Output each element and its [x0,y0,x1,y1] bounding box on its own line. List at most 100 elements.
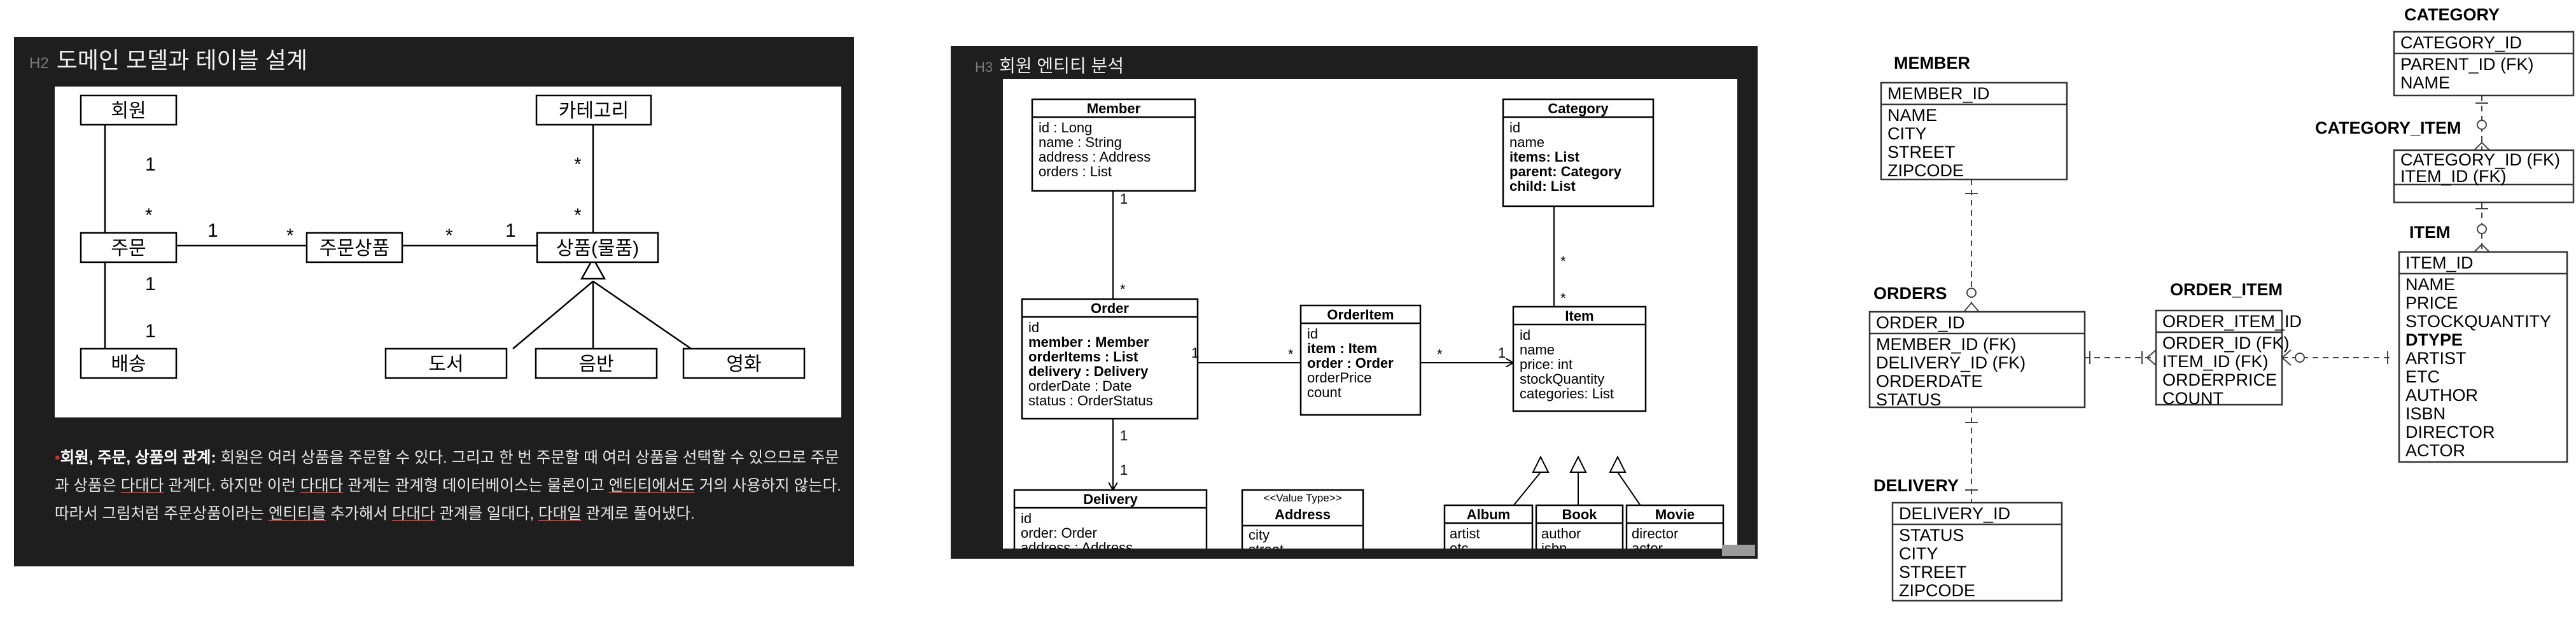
class-attribute: director [1632,526,1678,542]
member-box [80,94,178,126]
member-table [1880,81,2068,181]
relationship-paragraph: •회원, 주문, 상품의 관계: 회원은 여러 상품을 주문할 수 있다. 그리… [55,449,841,522]
primary-key-column: CATEGORY_ID [2400,33,2522,52]
heading-marker: H3 [975,59,993,75]
panel-title-text: 도메인 모델과 테이블 설계 [56,47,308,73]
class-attribute: id [1307,326,1318,342]
table-label: MEMBER [1894,53,1970,73]
table-column: MEMBER_ID (FK) [1876,335,2017,354]
class-attribute: name [1509,134,1544,150]
class-attribute: count [1307,384,1341,400]
orders-table [1868,311,2086,409]
class-attribute: orders : List [1039,164,1112,179]
mult-order-delivery-top: 1 [145,274,156,295]
table-column: ISBN [2405,404,2446,423]
class-attribute: id [1021,510,1032,526]
class-name: Order [1091,300,1129,316]
class-attribute: member : Member [1028,334,1149,350]
mult-order-orderitem-right: * [286,225,294,246]
member-label: 회원 [111,101,146,122]
delivery-table [1891,501,2063,602]
class-name: Delivery [1083,491,1138,507]
movie-box [682,347,806,379]
movie-label: 영화 [726,354,761,375]
primary-key-column: DELIVERY_ID [1899,504,2010,523]
mult-order-delivery-bottom: 1 [145,321,156,342]
domain-diagram-canvas: 회원 카테고리 주문 주문상품 상품(물품) 배송 도서 음반 영화 1 * *… [55,87,841,417]
table-column: ZIPCODE [1887,161,1964,180]
multiplicity: * [1560,253,1566,269]
category-table [2393,31,2575,97]
class-attribute: name : String [1039,134,1122,150]
address-stereotype: <<Value Type>> [1263,492,1341,504]
table-column: PARENT_ID (FK) [2400,55,2534,74]
class-attribute: categories: List [1520,386,1614,402]
table-column: ARTIST [2405,349,2467,368]
orderitem-item-optional-mark [2295,353,2305,363]
class-attribute: isbn [1541,540,1567,549]
primary-key-column: ITEM_ID (FK) [2400,167,2507,186]
table-label: DELIVERY [1873,476,1959,495]
category-box [535,94,652,126]
category-label: 카테고리 [559,101,629,122]
table-column: STATUS [1899,526,1964,545]
delivery-box [80,347,178,379]
underlined-term: 다대다 [391,505,435,522]
scrollbar-thumb[interactable] [1722,545,1755,556]
underlined-term: 다대일 [538,505,582,522]
category-categoryitem-optional-mark [2477,120,2487,130]
multiplicity: 1 [1120,462,1128,478]
class-attribute: author [1541,526,1581,542]
class-name: Category [1548,101,1609,116]
class-name: Book [1562,507,1598,522]
panel-title: H3 회원 엔티티 분석 [975,52,1124,78]
class-name: Movie [1655,507,1695,522]
movie-generalization-line [592,280,692,350]
class-attribute: actor [1632,540,1663,549]
table-column: DTYPE [2405,330,2463,349]
table-label: ITEM [2409,223,2451,242]
class-attribute: id [1509,120,1520,136]
category-categoryitem-many-mark [2474,141,2490,151]
primary-key-column: ORDER_ID [1876,313,1965,332]
mult-category-item-bottom: * [574,205,582,226]
book-gen-arrow [1569,455,1587,473]
paragraph-text: 관계는 관계형 데이터베이스는 물론이고 [343,477,609,494]
underlined-term: 다대다 [300,477,344,494]
mult-order-orderitem-left: 1 [207,220,218,241]
member-orders-many-mark [1963,302,1980,312]
class-attribute: address : Address [1039,149,1151,165]
class-attribute: status : OrderStatus [1028,393,1153,409]
mult-member-order-bottom: * [145,205,153,226]
primary-key-column: ITEM_ID [2405,253,2474,272]
class-attribute: street [1249,542,1284,549]
table-column: ZIPCODE [1899,581,1975,600]
panel-title-text: 회원 엔티티 분석 [999,56,1124,76]
class-attribute: id [1028,319,1039,335]
class-attribute: etc [1450,540,1468,549]
class-attribute: artist [1450,526,1480,542]
book-box [384,347,508,379]
table-column: STREET [1899,563,1967,582]
delivery-label: 배송 [111,354,146,375]
paragraph-text: 추가해서 [326,505,392,522]
item-table [2398,251,2568,463]
primary-key-column: ORDER_ITEM_ID [2162,312,2302,331]
table-label: CATEGORY [2404,5,2500,24]
category-item-table [2393,149,2575,204]
member-orders-optional-mark [1966,288,1977,298]
paragraph-text: 관계를 일대다, [435,505,539,522]
table-column: PRICE [2405,293,2458,312]
table-column: NAME [2405,275,2455,294]
order-item-label: 주문상품 [319,238,389,259]
table-column: ITEM_ID (FK) [2162,352,2269,371]
mult-member-order-top: 1 [145,154,156,175]
categoryitem-item-optional-mark [2477,224,2487,234]
primary-key-column: CATEGORY_ID (FK) [2400,150,2560,169]
multiplicity: * [1120,281,1126,297]
class-attribute: id : Long [1039,120,1092,136]
class-attribute: id [1520,327,1530,343]
paragraph-text: 관계로 풀어냈다. [581,505,695,522]
multiplicity: 1 [1120,191,1128,207]
